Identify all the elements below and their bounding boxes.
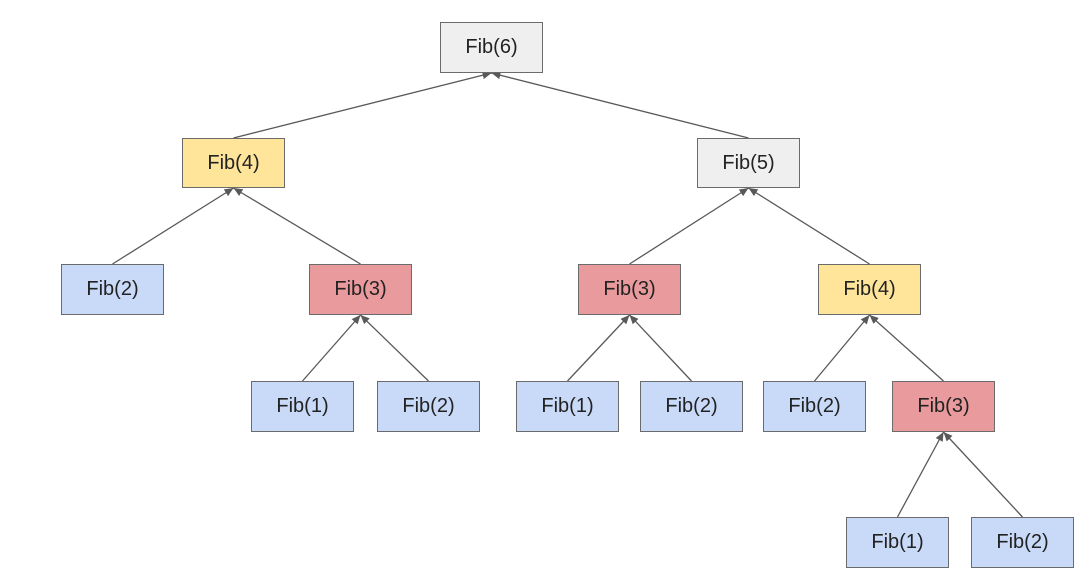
node-fib5: Fib(5) bbox=[697, 138, 800, 188]
edge-n1a-to-n3a bbox=[302, 314, 361, 382]
node-fib1-c: Fib(1) bbox=[846, 517, 949, 568]
edge-n1b-to-n3b bbox=[567, 314, 630, 382]
node-fib2-a: Fib(2) bbox=[61, 264, 164, 315]
node-fib6: Fib(6) bbox=[440, 22, 543, 73]
node-fib3-a: Fib(3) bbox=[309, 264, 412, 315]
edge-n3b-to-n5 bbox=[629, 187, 749, 265]
edge-n2d-to-n4b bbox=[814, 314, 870, 382]
edge-n5-to-n6 bbox=[491, 71, 749, 139]
edge-n4a-to-n6 bbox=[233, 71, 492, 139]
edge-n2a-to-n4a bbox=[112, 187, 234, 265]
node-fib1-a: Fib(1) bbox=[251, 381, 354, 432]
node-fib3-c: Fib(3) bbox=[892, 381, 995, 432]
node-fib1-b: Fib(1) bbox=[516, 381, 619, 432]
edge-n2e-to-n3c bbox=[943, 431, 1023, 518]
node-fib2-c: Fib(2) bbox=[640, 381, 743, 432]
node-fib2-b: Fib(2) bbox=[377, 381, 480, 432]
edge-n3c-to-n4b bbox=[869, 314, 944, 382]
node-fib3-b: Fib(3) bbox=[578, 264, 681, 315]
node-fib4-right: Fib(4) bbox=[818, 264, 921, 315]
edge-n4b-to-n5 bbox=[748, 187, 870, 265]
edge-n2b-to-n3a bbox=[360, 314, 429, 382]
edge-n2c-to-n3b bbox=[629, 314, 692, 382]
node-fib2-d: Fib(2) bbox=[763, 381, 866, 432]
node-fib2-e: Fib(2) bbox=[971, 517, 1074, 568]
edge-n1c-to-n3c bbox=[896, 431, 945, 518]
edge-n3a-to-n4a bbox=[233, 187, 361, 265]
node-fib4-left: Fib(4) bbox=[182, 138, 285, 188]
